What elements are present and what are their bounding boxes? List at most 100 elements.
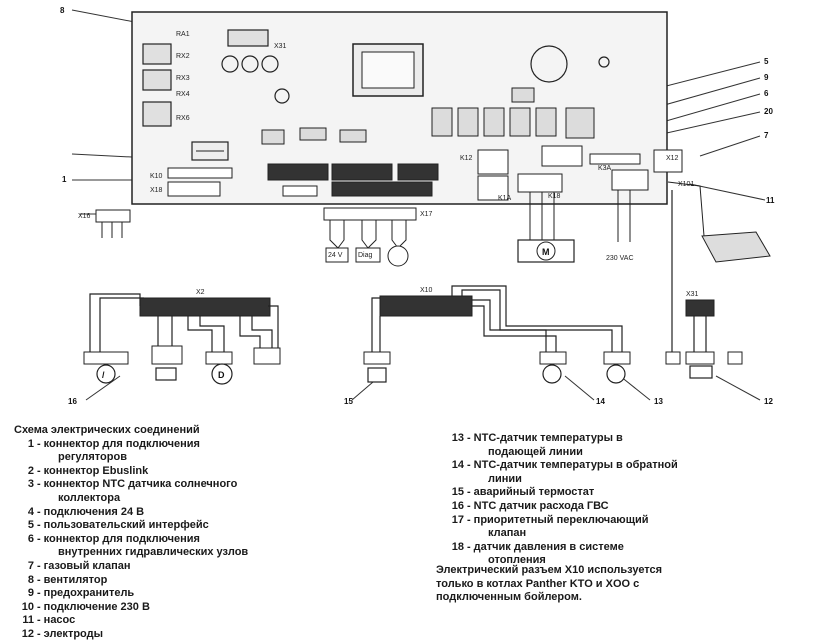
legend-item: 11-насос (14, 614, 248, 628)
legend-item-text: NTC датчик расхода ГВС (473, 499, 609, 512)
legend-item-text: коннектор NTC датчика солнечного (43, 478, 238, 491)
x101-cable (667, 181, 705, 237)
legend-item-text: приоритетный переключающий (473, 513, 649, 526)
label-k12: K12 (460, 155, 473, 162)
symbol-fan: / (102, 370, 105, 380)
connector-x2 (139, 297, 271, 317)
legend-item-continuation: линии (488, 472, 522, 485)
legend-item-text: аварийный термостат (473, 486, 595, 499)
legend-item-text: электроды (43, 627, 103, 640)
label-x12: X12 (666, 155, 679, 162)
note-line: только в котлах Panther KTO и XOO с (436, 577, 640, 590)
label-x16: X16 (78, 213, 91, 220)
label-rx4: RX4 (176, 91, 190, 98)
legend-item-text: NTC-датчик температуры в обратной (473, 459, 678, 472)
label-230vac: 230 VAC (606, 255, 634, 262)
connector-x16 (95, 209, 131, 223)
legend-item-number: 2 (27, 464, 34, 477)
legend-item: 16-NTC датчик расхода ГВС (444, 500, 678, 514)
legend-item: 13-NTC-датчик температуры в (444, 432, 678, 446)
legend-item-number: 18 (451, 540, 464, 553)
legend-item: 3-коннектор NTC датчика солнечного (14, 478, 248, 492)
legend-dash: - (37, 464, 41, 477)
label-x17: X17 (420, 211, 433, 218)
legend-dash: - (37, 614, 41, 627)
legend-item-number: 8 (27, 573, 34, 586)
legend-item-text: газовый клапан (43, 559, 131, 572)
label-k3a: K3A (598, 165, 612, 172)
pcb-display-inner (361, 51, 415, 89)
x10-devices (367, 364, 626, 384)
legend-item-continuation: регуляторов (58, 451, 127, 464)
legend-dash: - (37, 587, 41, 600)
x16-wires (101, 222, 123, 238)
label-rx6: RX6 (176, 115, 190, 122)
legend-item-number: 4 (27, 505, 34, 518)
legend-dash: - (467, 486, 471, 499)
label-ra1: RA1 (176, 31, 190, 38)
label-x18: X18 (150, 187, 163, 194)
callout-number: 5 (764, 57, 769, 66)
legend-item-number: 5 (27, 519, 34, 532)
label-x2: X2 (196, 289, 205, 296)
x2-devices (96, 363, 233, 385)
label-x31-lower: X31 (686, 291, 699, 298)
legend-item: 12-электроды (14, 628, 248, 642)
label-k1a: K1A (498, 195, 512, 202)
legend-item-text: подключение 230 В (43, 600, 150, 613)
legend-item: 10-подключение 230 В (14, 601, 248, 615)
legend-item: 7-газовый клапан (14, 560, 248, 574)
legend-item: 2-коннектор Ebuslink (14, 465, 248, 479)
pcb-capacitors (221, 45, 610, 104)
callout-number: 11 (766, 196, 775, 205)
legend-item-text: датчик давления в системе (473, 540, 624, 553)
legend-item-number: 16 (451, 499, 464, 512)
mains-wires (617, 190, 631, 242)
legend-item-number: 13 (451, 432, 464, 444)
legend-item-number: 11 (22, 614, 34, 627)
legend-dash: - (37, 519, 41, 532)
x31-plugs (665, 351, 743, 365)
wiring-diagram: RA1 X31 RX2 RX3 RX4 RX6 (60, 6, 775, 406)
legend-item-number: 14 (451, 459, 464, 472)
label-24v: 24 V (328, 252, 343, 259)
pump-motor-circle (536, 241, 556, 261)
legend-dash: - (467, 432, 471, 444)
legend-item-continuation: коллектора (58, 491, 121, 504)
symbol-gas-valve: D (218, 370, 225, 380)
legend-item-number: 12 (21, 627, 34, 640)
legend-item-text: NTC-датчик температуры в (473, 432, 623, 444)
legend-item-number: 3 (27, 478, 34, 491)
note-line: Электрический разъем X10 используется (436, 564, 663, 576)
legend-item-number: 1 (27, 437, 34, 450)
callout-number: 12 (764, 397, 773, 406)
x10-plugs (363, 351, 631, 365)
legend-item-continuation: отопления (488, 554, 546, 567)
legend-item-number: 17 (451, 513, 464, 526)
legend-dash: - (467, 513, 471, 526)
connector-x31-lower (685, 299, 715, 317)
legend-item-continuation: внутренних гидравлических узлов (58, 546, 249, 559)
legend-item: 8-вентилятор (14, 574, 248, 588)
legend-item-text: насос (43, 614, 76, 627)
legend-item: 18-датчик давления в системе (444, 541, 678, 555)
callout-number: 20 (764, 107, 773, 116)
legend-item: 4-подключения 24 В (14, 506, 248, 520)
x2-plugs (83, 345, 281, 365)
legend-dash: - (37, 437, 41, 450)
x31-wires (671, 190, 707, 360)
x101-cable-strip (701, 231, 771, 263)
legend-item: 15-аварийный термостат (444, 486, 678, 500)
legend-item-text: предохранитель (43, 587, 135, 600)
callout-number: 1 (62, 175, 67, 184)
legend-item-number: 10 (21, 600, 34, 613)
legend-title: Схема электрических соединений (14, 424, 200, 436)
legend-item-number: 9 (27, 587, 34, 600)
legend-item-text: вентилятор (43, 573, 108, 586)
legend-dash: - (37, 559, 41, 572)
label-x10: X10 (420, 287, 433, 294)
legend-dash: - (37, 600, 41, 613)
legend-dash: - (37, 573, 41, 586)
